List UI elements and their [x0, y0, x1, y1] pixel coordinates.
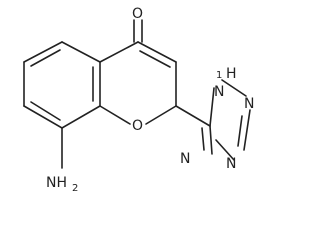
- chemical-structure-diagram: O O H 1 N N N N NH 2: [23, 6, 255, 194]
- bond-pyran-1: [99, 41, 139, 63]
- bond-benzene-inner-3: [30, 101, 61, 121]
- bond-benzene-2: [61, 41, 101, 63]
- bond-pyran-4: [145, 105, 177, 125]
- label-n3: N: [226, 156, 236, 172]
- bond-link: [175, 105, 211, 127]
- bond-benzene-1: [23, 41, 63, 63]
- pyranone-ring: [99, 19, 177, 125]
- bond-tet-5: [209, 125, 213, 155]
- bond-tet-4: [215, 139, 235, 161]
- label-amine-subscript: 2: [72, 183, 78, 194]
- bond-tet-1: [209, 87, 215, 127]
- label-n4: N: [180, 151, 190, 167]
- bond-pyran-5: [99, 105, 131, 125]
- bond-pyran-double: [139, 50, 171, 68]
- label-ring-oxygen: O: [132, 118, 143, 134]
- bond-tet-3: [243, 109, 251, 151]
- label-nh-locant: 1: [216, 70, 222, 81]
- bond-tet-double-1: [237, 115, 243, 147]
- label-n1: N: [214, 84, 224, 100]
- label-carbonyl-oxygen: O: [132, 6, 143, 22]
- bond-benzene-4: [61, 105, 101, 129]
- bond-pyran-2: [137, 41, 177, 63]
- tetrazole-ring: [175, 79, 251, 161]
- label-amine: NH: [46, 175, 67, 191]
- label-n2: N: [244, 96, 254, 112]
- bond-benzene-inner-1: [30, 49, 61, 67]
- bond-benzene-5: [23, 105, 63, 129]
- bond-tet-2: [221, 79, 247, 97]
- bond-tet-double-2: [201, 127, 205, 151]
- benzene-ring: [23, 41, 101, 129]
- label-nh-hydrogen: H: [226, 66, 237, 82]
